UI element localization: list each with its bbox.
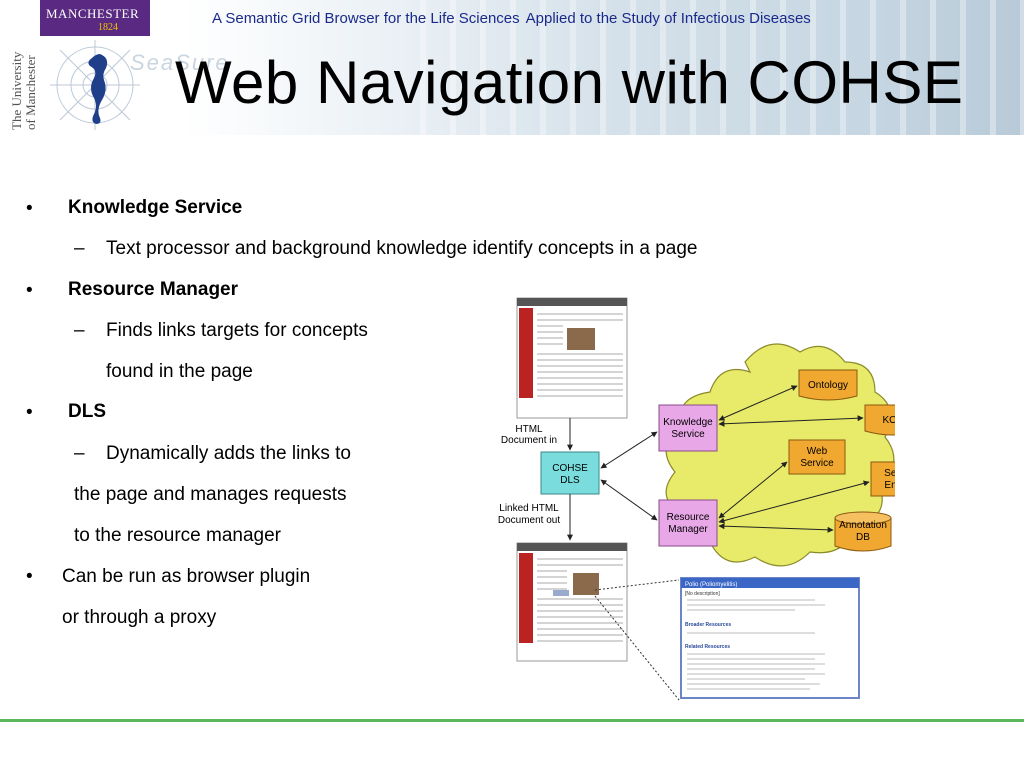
search-engine-box xyxy=(870,461,895,497)
html-in-label-2: Document in xyxy=(501,435,557,446)
seasure-wordmark: SeaSure xyxy=(130,50,230,75)
knowledge-service-box xyxy=(658,404,718,452)
popup-broader: Broader Resources xyxy=(685,622,731,628)
slide-header: MANCHESTER 1824 The University of Manche… xyxy=(0,0,1024,135)
linked-out-label-1: Linked HTML xyxy=(499,503,559,514)
web-service-label-2: Service xyxy=(800,458,834,469)
knowledge-service-label-1: Knowledge xyxy=(663,417,713,428)
sub-resource-manager-2: found in the page xyxy=(106,361,253,382)
knowledge-service-label-2: Service xyxy=(671,429,705,440)
sub-resource-manager-1: Finds links targets for concepts xyxy=(106,320,368,341)
html-document-in-thumbnail xyxy=(516,297,628,419)
resource-manager-label-2: Manager xyxy=(668,524,708,535)
header-decoration xyxy=(420,0,1024,135)
bullet-dot: • xyxy=(26,280,33,301)
html-in-label-1: HTML xyxy=(515,424,543,435)
bullet-knowledge-service: Knowledge Service xyxy=(68,197,243,218)
popup-title: Polio (Poliomyelitis) xyxy=(685,582,737,588)
cohse-dls-label-2: DLS xyxy=(560,475,580,486)
resource-manager-box xyxy=(658,499,718,547)
linked-out-label-2: Document out xyxy=(498,515,560,526)
bullet-browser-plugin-2: or through a proxy xyxy=(62,607,217,628)
manchester-logo: MANCHESTER 1824 xyxy=(40,0,150,36)
tagline-part-1: A Semantic Grid Browser for the Life Sci… xyxy=(212,10,520,27)
bullet-dot: • xyxy=(26,198,33,219)
cohse-dls-label-1: COHSE xyxy=(552,463,588,474)
kos-box xyxy=(864,404,895,436)
kos-label: KOS xyxy=(882,415,895,426)
popup-description: [No description] xyxy=(685,591,720,597)
search-engine-label-2: Engine xyxy=(884,480,895,491)
bullet-browser-plugin-1: Can be run as browser plugin xyxy=(62,566,311,587)
logo-text: MANCHESTER xyxy=(46,6,140,21)
linked-document-out-thumbnail xyxy=(516,542,628,662)
sub-dls-3: to the resource manager xyxy=(74,525,282,546)
bullet-resource-manager: Resource Manager xyxy=(68,279,239,300)
web-service-box xyxy=(788,439,846,475)
project-tagline: A Semantic Grid Browser for the Life Sci… xyxy=(212,10,811,27)
logo-year: 1824 xyxy=(98,22,118,33)
search-engine-label-1: Search xyxy=(884,468,895,479)
sub-dls-2: the page and manages requests xyxy=(74,484,347,505)
popup-related: Related Resources xyxy=(685,644,730,650)
university-vertical-text: The University of Manchester xyxy=(8,40,42,130)
bullet-dot: • xyxy=(26,402,33,423)
seahorse-web-logo-icon xyxy=(50,40,140,130)
cohse-architecture-diagram: HTML Document in COHSE DLS Knowledge Ser… xyxy=(498,297,895,701)
web-service-label-1: Web xyxy=(807,446,828,457)
bullet-dot: • xyxy=(26,566,33,587)
sub-dash: – xyxy=(74,443,85,464)
sub-knowledge-service: Text processor and background knowledge … xyxy=(106,238,698,259)
ontology-label: Ontology xyxy=(808,380,848,391)
annotation-db-label-2: DB xyxy=(856,532,870,543)
sub-dash: – xyxy=(74,238,85,259)
resource-manager-label-1: Resource xyxy=(667,512,710,523)
slide-title: Web Navigation with COHSE xyxy=(175,49,964,116)
sub-dash: – xyxy=(74,320,85,341)
link-popup-window: Polio (Poliomyelitis) [No description] B… xyxy=(680,577,860,699)
bullet-dls: DLS xyxy=(68,401,106,422)
ontology-box xyxy=(798,369,858,401)
university-text: The University of Manchester xyxy=(9,51,38,130)
sub-dls-1: Dynamically adds the links to xyxy=(106,443,351,464)
annotation-db-label-1: Annotation xyxy=(839,520,887,531)
footer-divider xyxy=(0,719,1024,722)
tagline-part-2: Applied to the Study of Infectious Disea… xyxy=(525,10,811,27)
